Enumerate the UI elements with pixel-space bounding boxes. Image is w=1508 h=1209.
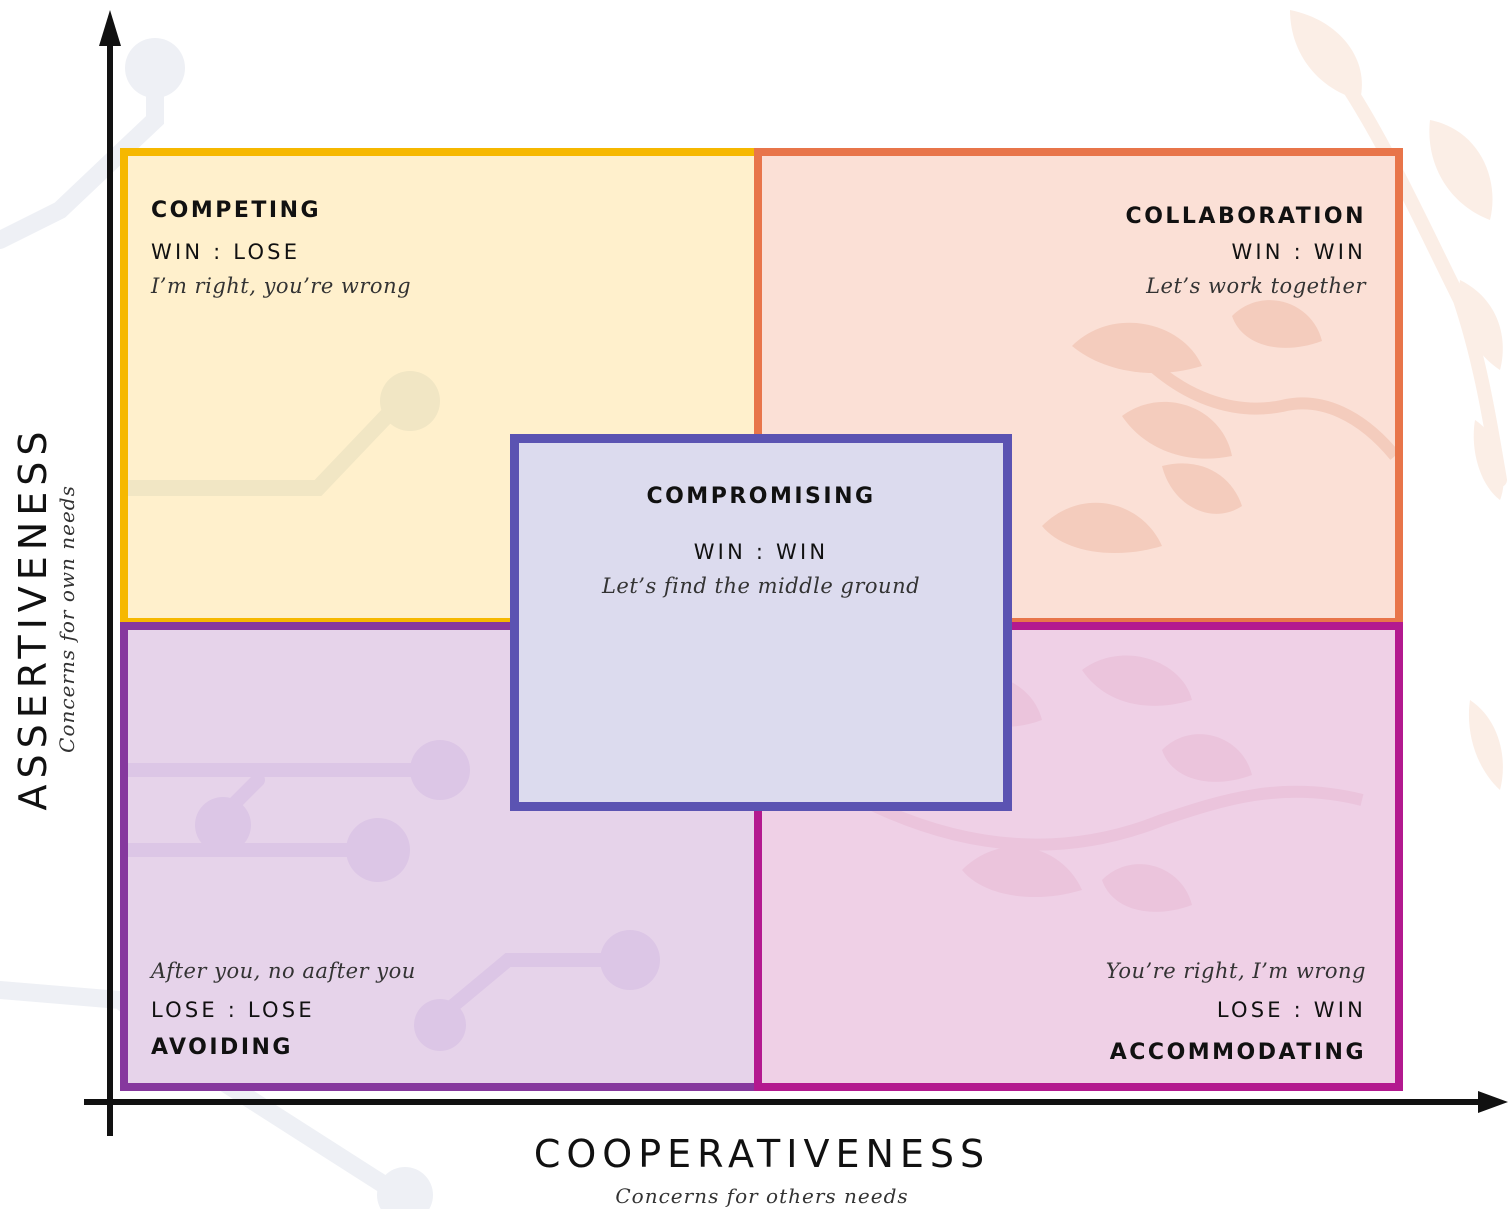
competing-quote: I’m right, you’re wrong: [151, 274, 412, 298]
competing-outcome: WIN : LOSE: [151, 240, 301, 264]
accommodating-title: ACCOMMODATING: [1109, 1040, 1366, 1065]
collaboration-quote: Let’s work together: [1146, 274, 1366, 298]
circuit-decoration: [128, 740, 660, 1051]
y-axis-subtitle: Concerns for own needs: [55, 485, 79, 753]
leaf-decoration: [859, 655, 1364, 912]
leaf-decoration: [1042, 300, 1395, 554]
x-axis-line: [84, 1099, 1484, 1105]
compromising-outcome: WIN : WIN: [693, 540, 829, 564]
avoiding-title: AVOIDING: [151, 1035, 293, 1060]
accommodating-outcome: LOSE : WIN: [1216, 998, 1366, 1022]
avoiding-quote: After you, no aafter you: [151, 959, 416, 983]
x-axis-subtitle: Concerns for others needs: [615, 1184, 909, 1208]
y-axis-title: ASSERTIVENESS: [11, 425, 55, 811]
x-axis-title: COOPERATIVENESS: [533, 1132, 991, 1176]
compromising-title: COMPROMISING: [646, 484, 876, 509]
accommodating-quote: You’re right, I’m wrong: [1105, 959, 1366, 983]
x-axis-arrow: [1478, 1091, 1508, 1113]
avoiding-outcome: LOSE : LOSE: [151, 998, 315, 1022]
collaboration-title: COLLABORATION: [1125, 204, 1366, 229]
compromising-quote: Let’s find the middle ground: [601, 574, 921, 598]
y-axis-line: [107, 40, 113, 1136]
collaboration-outcome: WIN : WIN: [1231, 240, 1366, 264]
competing-quadrant: COMPETING WIN : LOSE I’m right, you’re w…: [120, 148, 762, 626]
circuit-decoration: [128, 371, 440, 496]
compromising-box: COMPROMISING WIN : WIN Let’s find the mi…: [510, 434, 1012, 811]
y-axis-arrow: [99, 10, 121, 46]
competing-title: COMPETING: [151, 198, 322, 223]
